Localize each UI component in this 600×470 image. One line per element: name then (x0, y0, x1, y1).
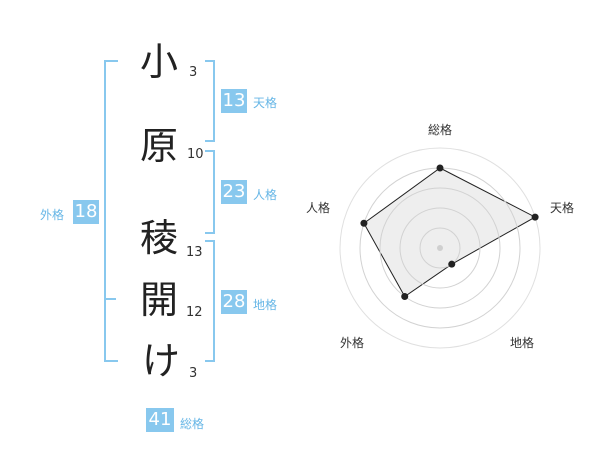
tenkaku-value: 13 (221, 89, 247, 113)
radar-outer-circle (339, 147, 541, 349)
radar-axis-label-4: 外格 (340, 335, 364, 350)
stroke-count-2: 10 (187, 147, 204, 162)
chikaku-bracket (205, 240, 215, 362)
stroke-count-3: 13 (186, 245, 203, 260)
gaikaku-value: 18 (73, 200, 99, 224)
name-char-5: け (142, 339, 181, 383)
gaikaku-bracket (104, 60, 118, 362)
name-char-4: 開 (140, 278, 179, 322)
radar-data-area (363, 167, 537, 298)
jinkaku-value: 23 (221, 180, 247, 204)
stroke-count-4: 12 (186, 305, 203, 320)
tenkaku-bracket (205, 60, 215, 142)
radar-axis-label-1: 総格 (428, 122, 452, 137)
radar-grid-ring (379, 187, 501, 309)
radar-point-3 (448, 260, 456, 268)
chikaku-label: 地格 (253, 298, 278, 312)
name-char-1: 小 (140, 40, 179, 84)
stroke-count-5: 3 (189, 366, 198, 381)
name-char-2: 原 (140, 124, 179, 168)
radar-axis-label-3: 地格 (510, 335, 534, 350)
gaikaku-label: 外格 (40, 208, 65, 222)
radar-axis-label-5: 人格 (306, 200, 330, 215)
radar-point-4 (401, 293, 409, 301)
jinkaku-bracket (205, 150, 215, 234)
radar-grid-ring (419, 227, 461, 269)
soukaku-value: 41 (146, 408, 174, 432)
name-char-3: 稜 (140, 216, 179, 260)
soukaku-label: 総格 (180, 417, 205, 431)
radar-center-dot (437, 245, 443, 251)
radar-point-1 (436, 164, 444, 172)
stroke-count-1: 3 (189, 65, 198, 80)
chikaku-value: 28 (221, 290, 247, 314)
radar-grid-ring (399, 207, 481, 289)
radar-point-5 (360, 219, 368, 227)
radar-point-2 (531, 213, 539, 221)
radar-axis-label-2: 天格 (550, 200, 574, 215)
tenkaku-label: 天格 (253, 96, 278, 110)
jinkaku-label: 人格 (253, 188, 278, 202)
gaikaku-bracket-tick (104, 298, 116, 300)
